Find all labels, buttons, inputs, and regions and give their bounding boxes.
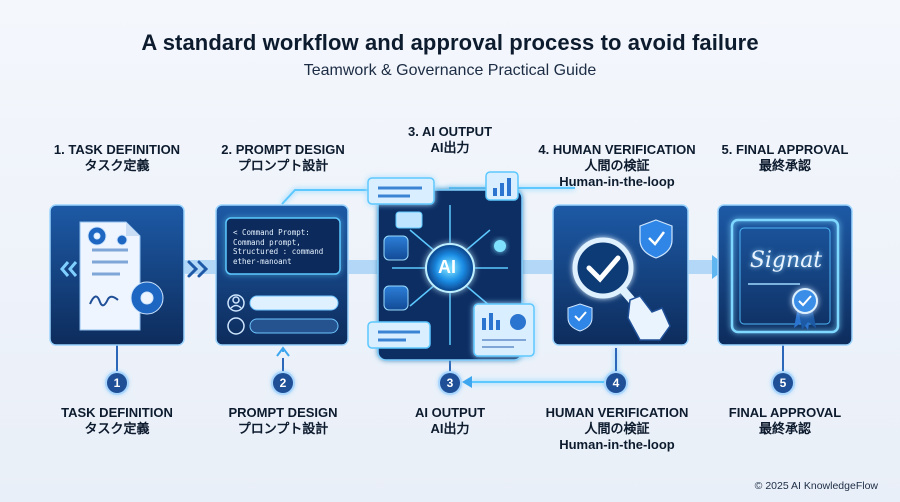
step-1-top-ja: タスク定義: [84, 158, 150, 173]
chart-icon: [485, 171, 519, 201]
document-icon: [79, 221, 141, 331]
step-1-top-title: 1. TASK DEFINITION: [53, 142, 181, 157]
chevron-left-icon: [60, 261, 78, 277]
prompt-line-3: Structured : command: [233, 247, 324, 256]
copyright: © 2025 AI KnowledgeFlow: [754, 480, 878, 492]
step-2-bottom-label: PROMPT DESIGN プロンプト設計: [198, 405, 368, 437]
ai-label: AI: [438, 257, 456, 277]
step-2-top-label: 2. PROMPT DESIGN プロンプト設計: [198, 142, 368, 174]
certificate-icon: [730, 218, 840, 334]
step-1-bottom-title: TASK DEFINITION: [61, 405, 173, 420]
connector-lines: [116, 345, 784, 372]
step-3-number: 3: [440, 373, 460, 393]
step-1-bottom-ja: タスク定義: [84, 421, 150, 436]
step-1-top-label: 1. TASK DEFINITION タスク定義: [37, 142, 197, 174]
return-arrow-head: [462, 376, 472, 388]
prompt-line-4: ether-manoant: [233, 256, 292, 266]
step-4-bottom-extra: Human-in-the-loop: [559, 437, 675, 452]
step-2-bottom-ja: プロンプト設計: [237, 421, 329, 436]
chat-card-bottom: [367, 321, 431, 349]
step-1-bottom-label: TASK DEFINITION タスク定義: [37, 405, 197, 437]
step-2-top-ja: プロンプト設計: [237, 158, 329, 173]
circuit-lines: [392, 205, 508, 345]
step-4-top-label: 4. HUMAN VERIFICATION 人間の検証 Human-in-the…: [532, 142, 702, 190]
terminal-icon: [225, 217, 341, 275]
prompt-input: [249, 295, 339, 311]
step-5-number: 5: [773, 373, 793, 393]
app-icon-2: [383, 285, 409, 311]
signature-text: Signat: [749, 248, 823, 273]
step-5-top-label: 5. FINAL APPROVAL 最終承認: [710, 142, 860, 174]
step-4-top-ja: 人間の検証: [584, 158, 650, 173]
step-3-bottom-label: AI OUTPUT AI出力: [380, 405, 520, 437]
spark-icon: [494, 240, 506, 252]
step-4-top-extra: Human-in-the-loop: [559, 174, 675, 189]
step-2-number: 2: [273, 373, 293, 393]
user-icon: [227, 294, 245, 335]
step-3-top-title: 3. AI OUTPUT: [407, 124, 493, 139]
chat-icon: [367, 177, 435, 229]
step-4-panel: [552, 204, 689, 346]
prompt-line-1: < Command Prompt:: [233, 228, 310, 237]
badge-icon: [792, 288, 818, 330]
chevron-right-icon: [187, 260, 209, 278]
up-arrow-icon: [276, 346, 290, 357]
prompt-text: < Command Prompt: Command prompt, Struct…: [233, 228, 345, 266]
step-5-bottom-label: FINAL APPROVAL 最終承認: [710, 405, 860, 437]
step-2-top-title: 2. PROMPT DESIGN: [221, 142, 345, 157]
step-3-bottom-title: AI OUTPUT: [414, 405, 486, 420]
report-card: [473, 303, 535, 357]
step-4-bottom-title: HUMAN VERIFICATION: [545, 405, 689, 420]
step-4-bottom-ja: 人間の検証: [584, 421, 650, 436]
prompt-input-2: [249, 318, 339, 334]
step-3-panel: [367, 171, 535, 361]
ai-chip-icon: [425, 243, 475, 293]
gear-icon: [87, 226, 164, 315]
step-3-bottom-ja: AI出力: [430, 421, 470, 436]
step-1-number: 1: [107, 373, 127, 393]
step-4-bottom-label: HUMAN VERIFICATION 人間の検証 Human-in-the-lo…: [532, 405, 702, 453]
step-2-panel: [215, 204, 349, 346]
page-subtitle: Teamwork & Governance Practical Guide: [303, 62, 597, 79]
step-5-bottom-ja: 最終承認: [758, 421, 811, 436]
step-3-top-label: 3. AI OUTPUT AI出力: [380, 124, 520, 156]
step-3-top-ja: AI出力: [430, 140, 470, 155]
prompt-line-2: Command prompt,: [233, 237, 301, 247]
step-5-top-title: 5. FINAL APPROVAL: [721, 142, 849, 157]
step-2-bottom-title: PROMPT DESIGN: [228, 405, 338, 420]
step-5-panel: [717, 204, 853, 346]
page-title: A standard workflow and approval process…: [141, 30, 759, 55]
step-5-bottom-title: FINAL APPROVAL: [728, 405, 842, 420]
app-icon-1: [383, 235, 409, 261]
shield-check-icon: [567, 219, 673, 332]
step-4-top-title: 4. HUMAN VERIFICATION: [538, 142, 696, 157]
signature-icon: [89, 295, 119, 307]
step-4-number: 4: [606, 373, 626, 393]
hand-pointer-icon: [627, 295, 671, 341]
step-5-top-ja: 最終承認: [758, 158, 811, 173]
step-1-panel: [49, 204, 185, 346]
